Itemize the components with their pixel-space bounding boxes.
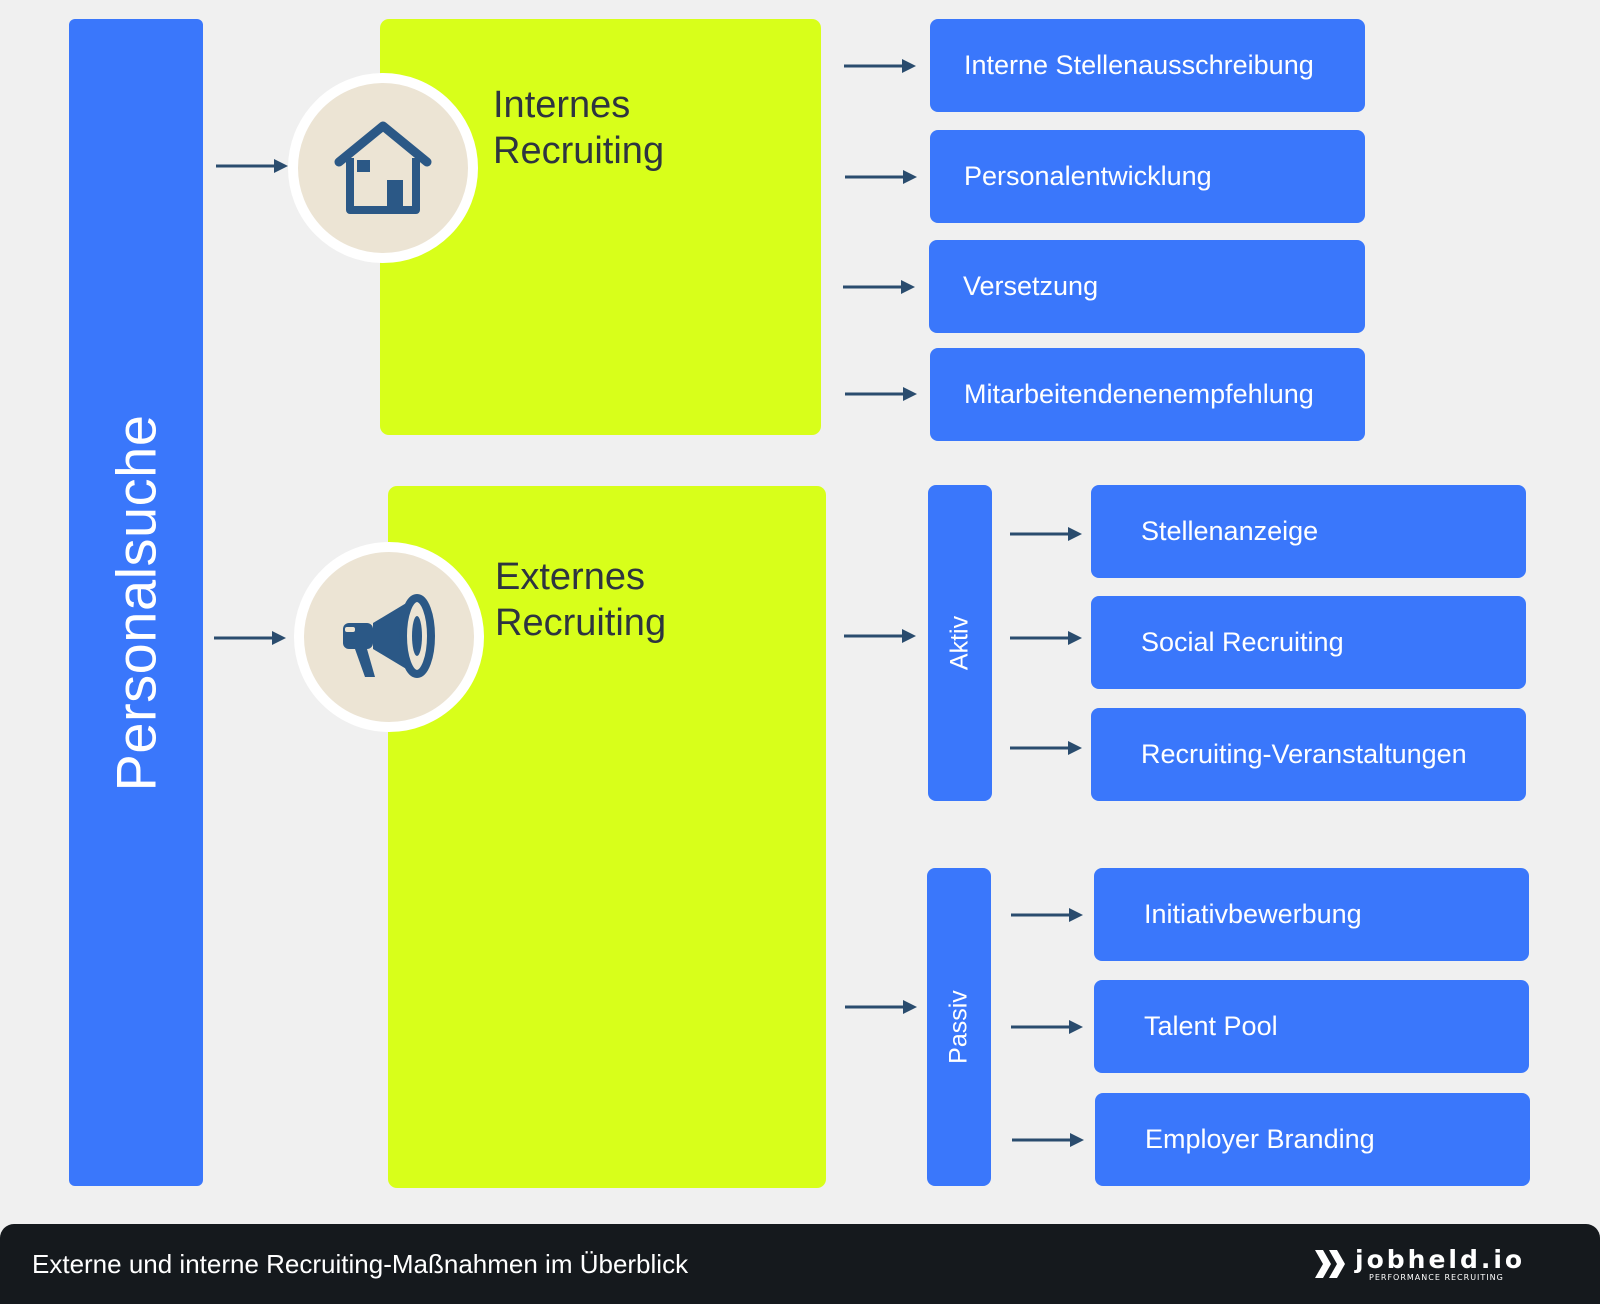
internal-item-box: Mitarbeitendenenempfehlung (930, 348, 1365, 441)
internal-item-label: Personalentwicklung (964, 161, 1212, 191)
house-icon (334, 121, 432, 214)
aktiv-item-label: Recruiting-Veranstaltungen (1141, 739, 1467, 769)
arrow-passiv-item-1 (1011, 907, 1083, 923)
internal-item-label: Mitarbeitendenenempfehlung (964, 379, 1314, 409)
external-title-line2: Recruiting (495, 602, 667, 644)
aktiv-item-box: Recruiting-Veranstaltungen (1091, 708, 1526, 801)
internal-title-line2: Recruiting (493, 130, 665, 172)
brand-logo: jobheld.io PERFORMANCE RECRUITING (1313, 1244, 1525, 1284)
arrow-internal-item-3 (843, 279, 915, 295)
arrow-aktiv-item-2 (1010, 630, 1082, 646)
passiv-bar: Passiv (927, 868, 991, 1186)
external-title-line1: Externes (495, 556, 645, 598)
aktiv-item-label: Social Recruiting (1141, 627, 1344, 657)
footer-caption: Externe und interne Recruiting-Maßnahmen… (32, 1249, 689, 1279)
passiv-item-label: Initiativbewerbung (1144, 899, 1362, 929)
arrow-root-to-internal (216, 158, 288, 174)
jobheld-logo-icon (1315, 1250, 1345, 1278)
internal-item-label: Interne Stellenausschreibung (964, 50, 1314, 80)
aktiv-item-label: Stellenanzeige (1141, 516, 1319, 546)
arrow-aktiv-item-3 (1010, 740, 1082, 756)
aktiv-item-box: Social Recruiting (1091, 596, 1526, 689)
passiv-item-box: Talent Pool (1094, 980, 1529, 1073)
internal-item-label: Versetzung (963, 271, 1099, 301)
passiv-item-label: Talent Pool (1144, 1011, 1278, 1041)
internal-item-box: Personalentwicklung (930, 130, 1365, 223)
internal-title-line1: Internes (493, 84, 631, 126)
brand-tagline: PERFORMANCE RECRUITING (1369, 1272, 1504, 1282)
passiv-item-box: Initiativbewerbung (1094, 868, 1529, 961)
arrow-passiv-item-3 (1012, 1132, 1084, 1148)
arrow-external-to-aktiv (844, 628, 916, 644)
passiv-label: Passiv (944, 990, 973, 1064)
house-icon-circle (288, 73, 478, 263)
brand-name: jobheld.io (1355, 1244, 1526, 1274)
arrow-internal-item-4 (845, 386, 917, 402)
arrow-external-to-passiv (845, 999, 917, 1015)
internal-item-box: Versetzung (929, 240, 1365, 333)
external-recruiting-title: Externes Recruiting (495, 554, 666, 646)
arrow-aktiv-item-1 (1010, 526, 1082, 542)
arrow-internal-item-2 (845, 169, 917, 185)
personalsuche-label: Personalsuche (104, 414, 168, 791)
passiv-item-label: Employer Branding (1145, 1124, 1375, 1154)
passiv-item-box: Employer Branding (1095, 1093, 1530, 1186)
internal-item-box: Interne Stellenausschreibung (930, 19, 1365, 112)
aktiv-item-box: Stellenanzeige (1091, 485, 1526, 578)
internal-recruiting-title: Internes Recruiting (493, 82, 664, 174)
megaphone-icon-circle (294, 542, 484, 732)
footer-bar: Externe und interne Recruiting-Maßnahmen… (0, 1224, 1600, 1304)
arrow-internal-item-1 (844, 58, 916, 74)
aktiv-label: Aktiv (945, 615, 974, 671)
personalsuche-bar: Personalsuche (69, 19, 203, 1186)
megaphone-icon (343, 594, 435, 678)
arrow-passiv-item-2 (1011, 1019, 1083, 1035)
aktiv-bar: Aktiv (928, 485, 992, 801)
arrow-root-to-external (214, 630, 286, 646)
